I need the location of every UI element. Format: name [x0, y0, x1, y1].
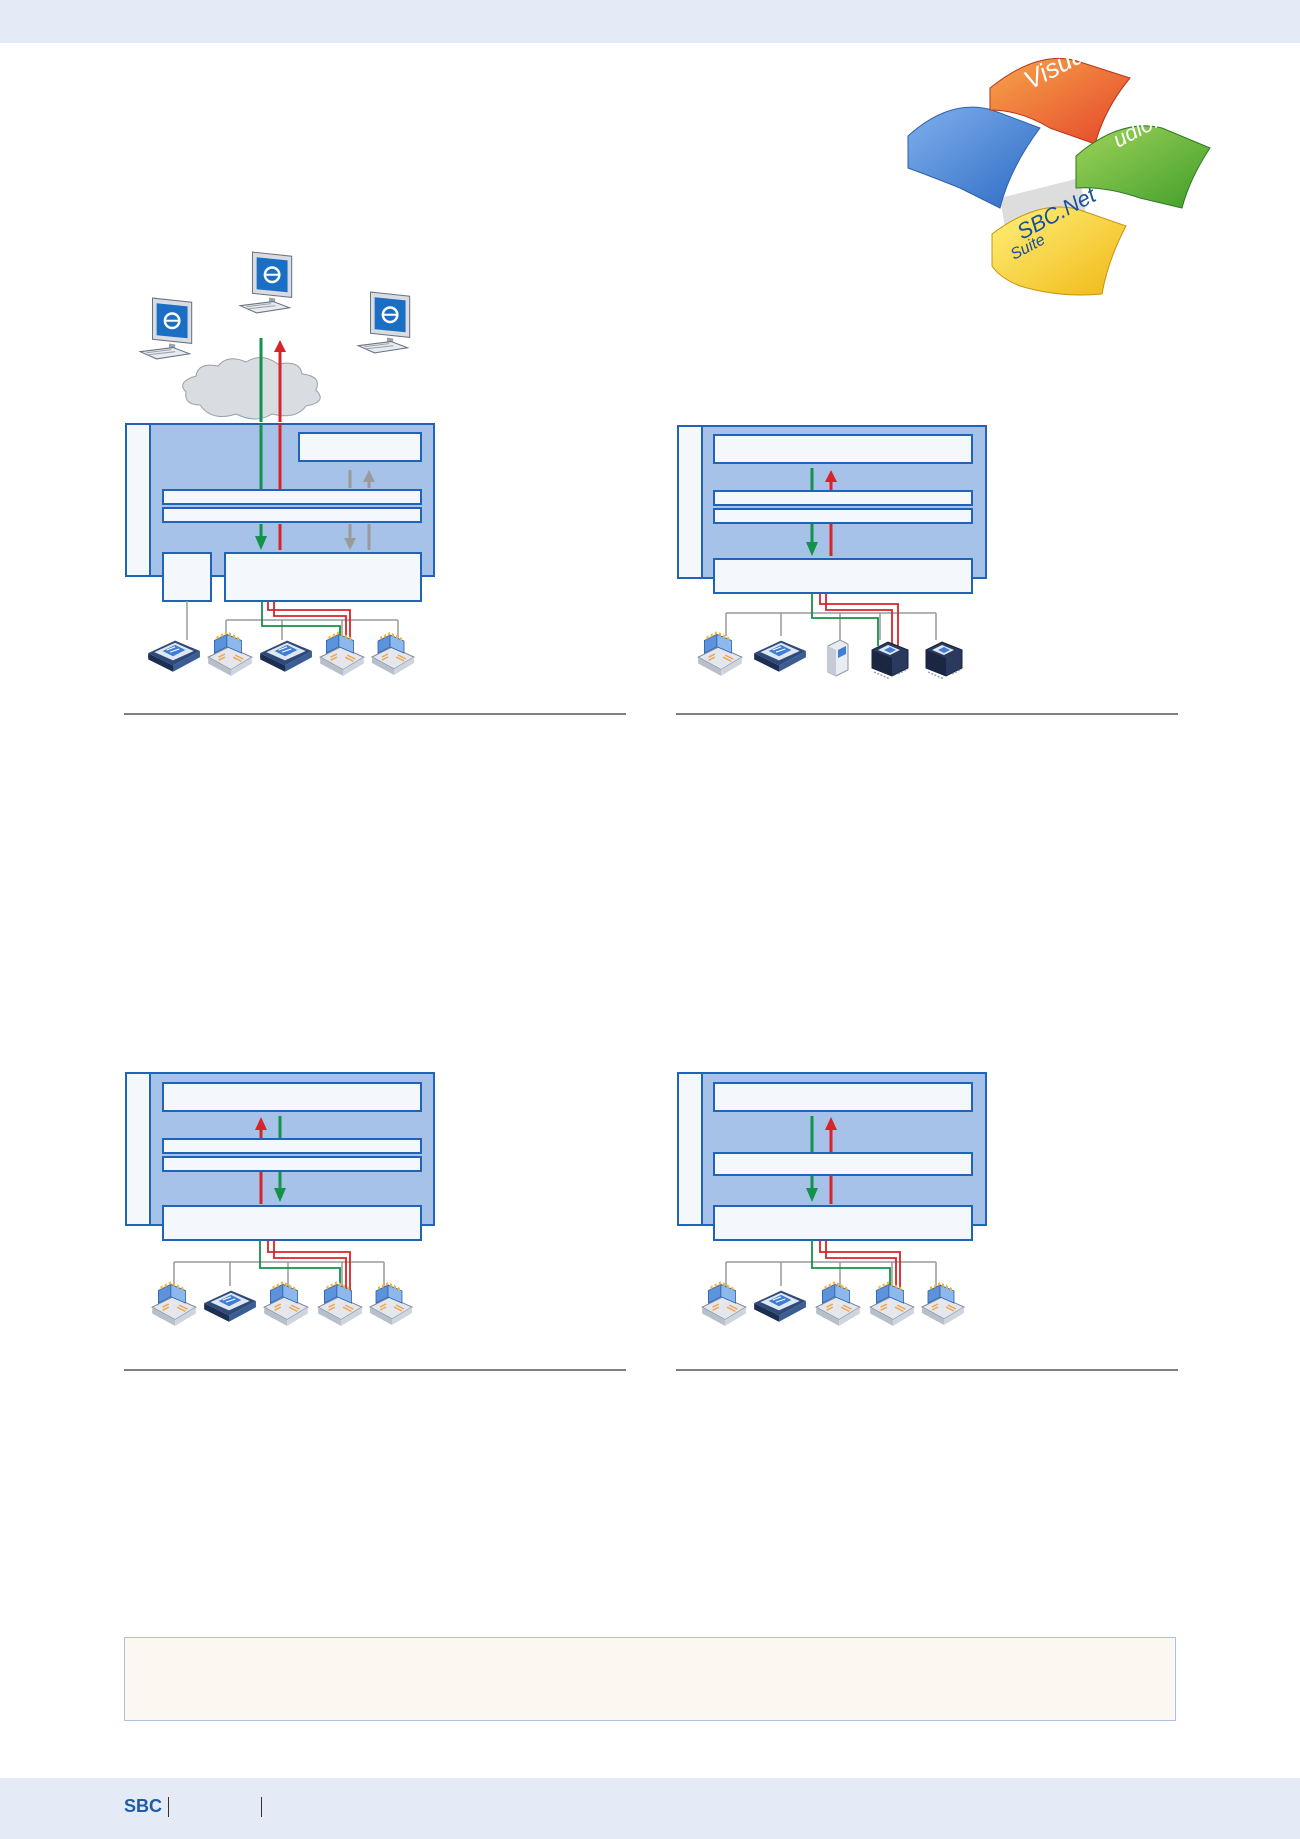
pc-monitor-icon — [356, 290, 411, 355]
io-module-icon — [815, 1280, 861, 1327]
din-rail-meter-icon — [925, 641, 963, 680]
sbc-net-suite-logo: Visual udio.net SBC.Net Suite — [890, 35, 1220, 306]
diagram-web-access — [124, 250, 626, 715]
pc-monitor-icon — [238, 250, 293, 315]
note-box — [124, 1637, 1176, 1721]
io-module-icon — [207, 630, 253, 677]
plc-module-icon — [753, 640, 807, 673]
footer-band — [0, 1778, 1300, 1839]
pc-monitor-icon — [138, 296, 193, 361]
io-module-icon — [697, 630, 743, 677]
diagram-net-suite — [676, 1072, 1178, 1371]
io-module-icon — [921, 1281, 965, 1326]
diagram-pc-application — [124, 1072, 626, 1371]
plc-module-icon — [203, 1290, 257, 1323]
footer-separator — [261, 1797, 262, 1817]
io-module-icon — [319, 630, 365, 677]
plc-module-icon — [753, 1290, 807, 1323]
io-module-icon — [317, 1280, 363, 1327]
io-module-icon — [869, 1280, 915, 1327]
io-module-icon — [701, 1280, 747, 1327]
plc-module-icon — [147, 640, 201, 673]
io-module-icon — [371, 631, 415, 676]
footer-brand: SBC — [124, 1796, 163, 1816]
internet-cloud-icon — [182, 357, 321, 420]
din-rail-meter-icon — [871, 641, 909, 680]
io-module-icon — [369, 1281, 413, 1326]
din-rail-meter-icon — [827, 639, 849, 677]
footer-separator — [168, 1797, 169, 1817]
plc-module-icon — [259, 640, 313, 673]
io-module-icon — [151, 1280, 197, 1327]
io-module-icon — [263, 1280, 309, 1327]
diagram-direct-access — [676, 425, 1178, 715]
header-band — [0, 0, 1300, 43]
